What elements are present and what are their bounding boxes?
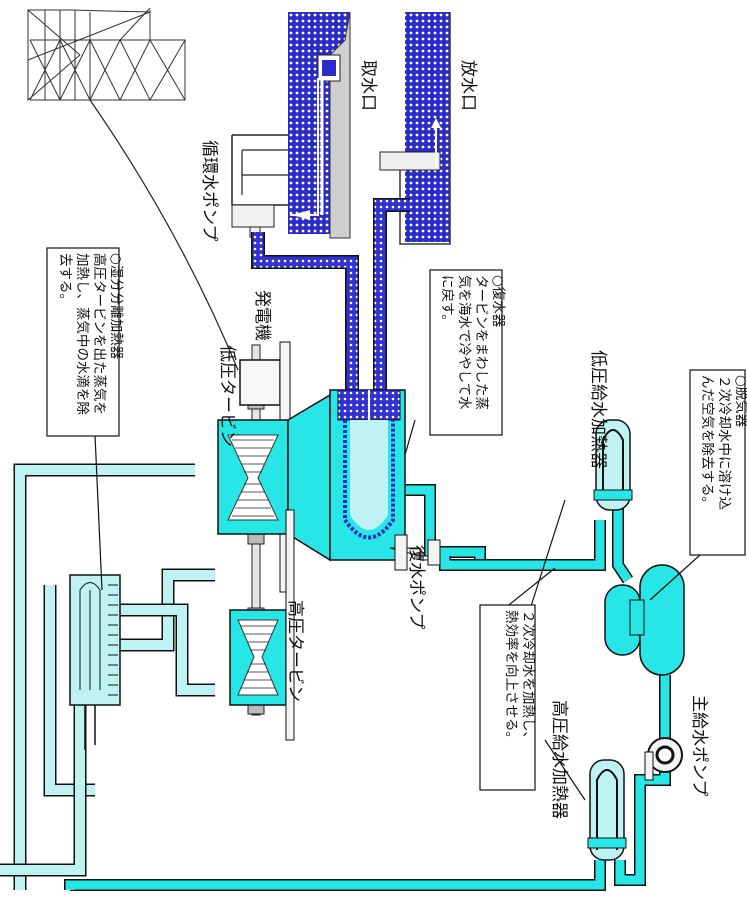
note-moisture-separator: ○湿分分離加熱器 高圧タービンを出た蒸気を 加熱し、蒸気中の水滴を除 去する。 bbox=[46, 247, 124, 437]
note-line: んだ空気を除去する。 bbox=[699, 375, 715, 510]
note-line: 熱効率を向上させる。 bbox=[503, 610, 520, 745]
feedwater-pipes bbox=[64, 484, 671, 891]
hp-turbine-label: 高圧タービン bbox=[285, 600, 305, 702]
outlet-label: 放水口 bbox=[458, 60, 478, 111]
moisture-separator-reheater bbox=[69, 574, 121, 750]
lp-turbine bbox=[217, 393, 331, 562]
note-line: 高圧タービンを出た蒸気を bbox=[91, 253, 108, 415]
condensate-pump-label: 復水ポンプ bbox=[406, 545, 426, 630]
power-line bbox=[89, 99, 239, 371]
circulating-pump-label: 循環水ポンプ bbox=[199, 140, 219, 242]
deaerator bbox=[604, 564, 685, 676]
main-feed-pump bbox=[644, 737, 683, 781]
steam-pipes bbox=[0, 463, 215, 890]
lp-turbine-label: 低圧タービン bbox=[217, 345, 237, 447]
note-deaerator: ○脱気器 ２次冷却水中に溶け込 んだ空気を除去する。 bbox=[689, 369, 747, 556]
condenser bbox=[329, 389, 406, 561]
seawater-pipes bbox=[251, 198, 410, 392]
lp-heater-label: 低圧給水加熱器 bbox=[588, 350, 608, 469]
note-line: 去する。 bbox=[57, 253, 73, 307]
main-feed-pump-label: 主給水ポンプ bbox=[689, 695, 709, 797]
note-line: タービンをまわした蒸 bbox=[473, 275, 489, 410]
intake-structure bbox=[231, 11, 351, 239]
note-title: ○湿分分離加熱器 bbox=[108, 253, 124, 360]
note-line: ２次冷却水中に溶け込 bbox=[716, 375, 732, 510]
hp-feedwater-heater bbox=[587, 759, 627, 861]
note-line: 気を海水で冷やして水 bbox=[456, 275, 472, 410]
note-title: ○復水器 bbox=[490, 275, 507, 328]
lp-feedwater-heater bbox=[593, 419, 633, 511]
note-feedwater-heater: ２次冷却水を加熱し、 熱効率を向上させる。 bbox=[479, 604, 536, 791]
intake-label: 取水口 bbox=[358, 60, 378, 111]
note-condenser: ○復水器 タービンをまわした蒸 気を海水で冷やして水 に戻す。 bbox=[429, 269, 507, 436]
note-line: ２次冷却水を加熱し、 bbox=[520, 610, 536, 745]
note-line: 加熱し、蒸気中の水滴を除 bbox=[74, 253, 91, 415]
hp-turbine bbox=[229, 509, 295, 741]
note-title: ○脱気器 bbox=[733, 375, 747, 428]
condensate-pump bbox=[389, 534, 441, 571]
generator-label: 発電機 bbox=[252, 290, 272, 341]
transmission-tower bbox=[27, 7, 186, 102]
outlet-structure bbox=[379, 12, 451, 245]
note-line: に戻す。 bbox=[439, 275, 455, 328]
hp-heater-label: 高圧給水加熱器 bbox=[549, 700, 569, 819]
